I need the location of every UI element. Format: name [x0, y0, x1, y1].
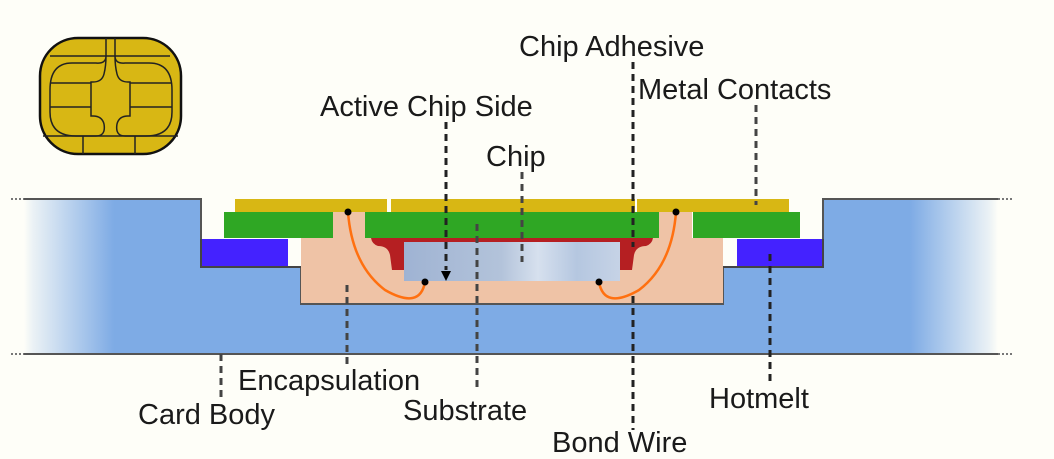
substrate-middle [365, 212, 659, 238]
label-encapsulation: Encapsulation [238, 365, 420, 397]
chip [404, 242, 620, 281]
card-body [11, 198, 1012, 355]
label-hotmelt: Hotmelt [709, 383, 809, 415]
metal-contact-left [235, 199, 387, 212]
metal-contact-middle [391, 199, 635, 212]
label-chip: Chip [486, 141, 546, 173]
label-substrate: Substrate [403, 395, 527, 427]
hotmelt-right [737, 239, 823, 267]
metal-contact-right [637, 199, 789, 212]
smart-card-chip-icon [38, 36, 183, 156]
arrow-active-chip-side [441, 271, 451, 281]
bond-wire-right [597, 211, 678, 300]
label-bond-wire: Bond Wire [552, 427, 687, 459]
bond-wire-left [346, 211, 427, 300]
label-chip-adhesive: Chip Adhesive [519, 31, 704, 63]
substrate-left [224, 212, 333, 238]
label-card-body: Card Body [138, 399, 276, 431]
label-active-chip-side: Active Chip Side [320, 91, 533, 123]
substrate-right [693, 212, 800, 238]
label-metal-contacts: Metal Contacts [638, 74, 831, 106]
hotmelt-left [201, 239, 288, 267]
